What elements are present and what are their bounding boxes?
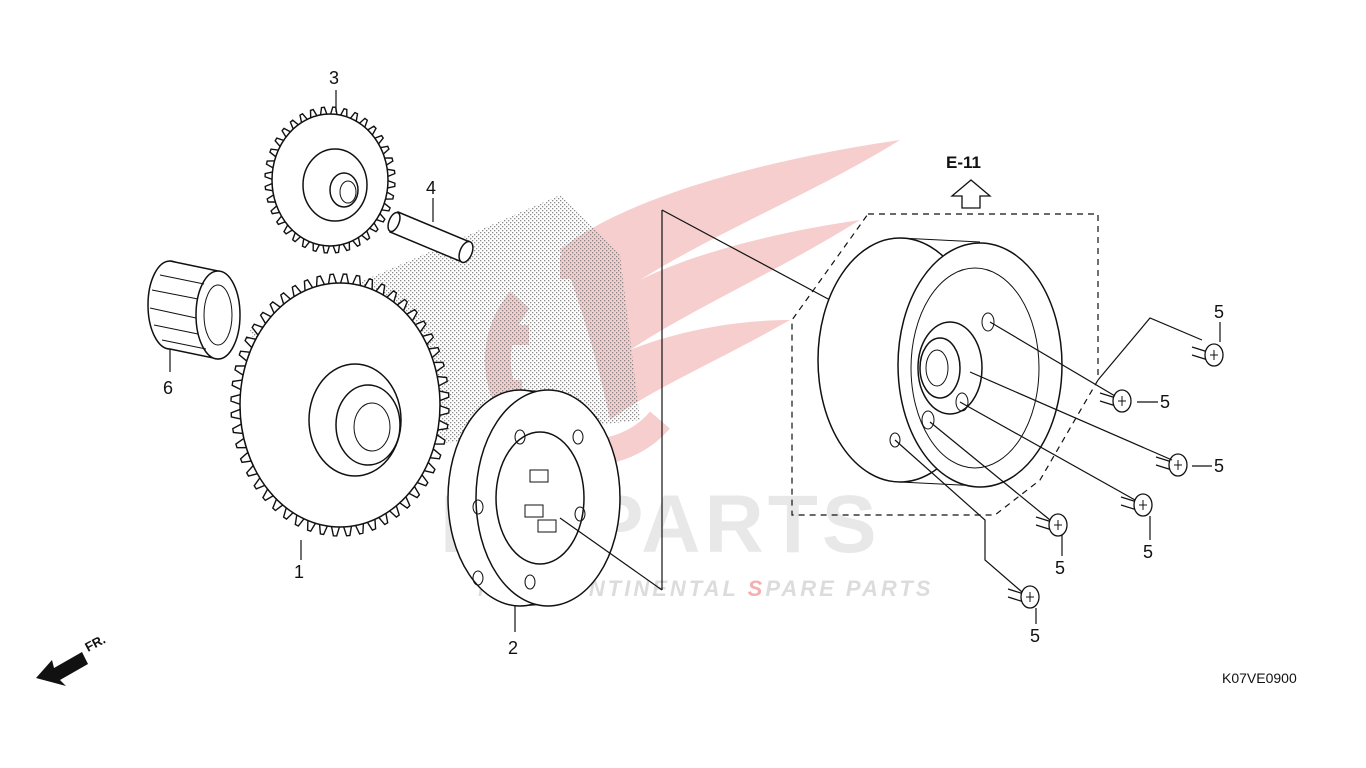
part-6-bearing (147, 260, 241, 360)
bolt (1099, 389, 1132, 413)
callout-5-top: 5 (1214, 302, 1224, 322)
fr-arrow-icon (36, 652, 88, 686)
reference-text: E-11 (946, 153, 981, 172)
part-4-pin (387, 211, 474, 264)
bolt (1155, 453, 1188, 477)
callout-1: 1 (294, 562, 304, 582)
callout-5-fifth: 5 (1055, 558, 1065, 578)
callouts: 3 4 6 1 2 5 5 5 5 5 5 (163, 68, 1224, 658)
part-leaders (169, 90, 1221, 632)
direction-label: FR. (82, 632, 108, 655)
part-3-gear (264, 106, 396, 254)
diagram-code: K07VE0900 (1222, 670, 1297, 686)
reference-label: E-11 (946, 153, 992, 209)
callout-5-fourth: 5 (1143, 542, 1153, 562)
callout-5-bottom: 5 (1030, 626, 1040, 646)
part-1-gear (230, 273, 450, 537)
callout-3: 3 (329, 68, 339, 88)
callout-4: 4 (426, 178, 436, 198)
reference-frame (791, 213, 1099, 516)
bolt (1191, 343, 1224, 367)
part-2-clutch (447, 389, 621, 607)
callout-2: 2 (508, 638, 518, 658)
callout-5-third: 5 (1214, 456, 1224, 476)
bolt (1035, 513, 1068, 537)
bolt-leaders (894, 317, 1203, 593)
callout-5-second: 5 (1160, 392, 1170, 412)
direction-indicator: FR. (36, 632, 108, 686)
callout-6: 6 (163, 378, 173, 398)
bolt (1120, 493, 1153, 517)
bolts (1007, 343, 1224, 609)
bolt (1007, 585, 1040, 609)
flywheel-rotor (817, 237, 1063, 488)
guide-lines (559, 209, 831, 591)
up-arrow-icon (950, 179, 992, 209)
